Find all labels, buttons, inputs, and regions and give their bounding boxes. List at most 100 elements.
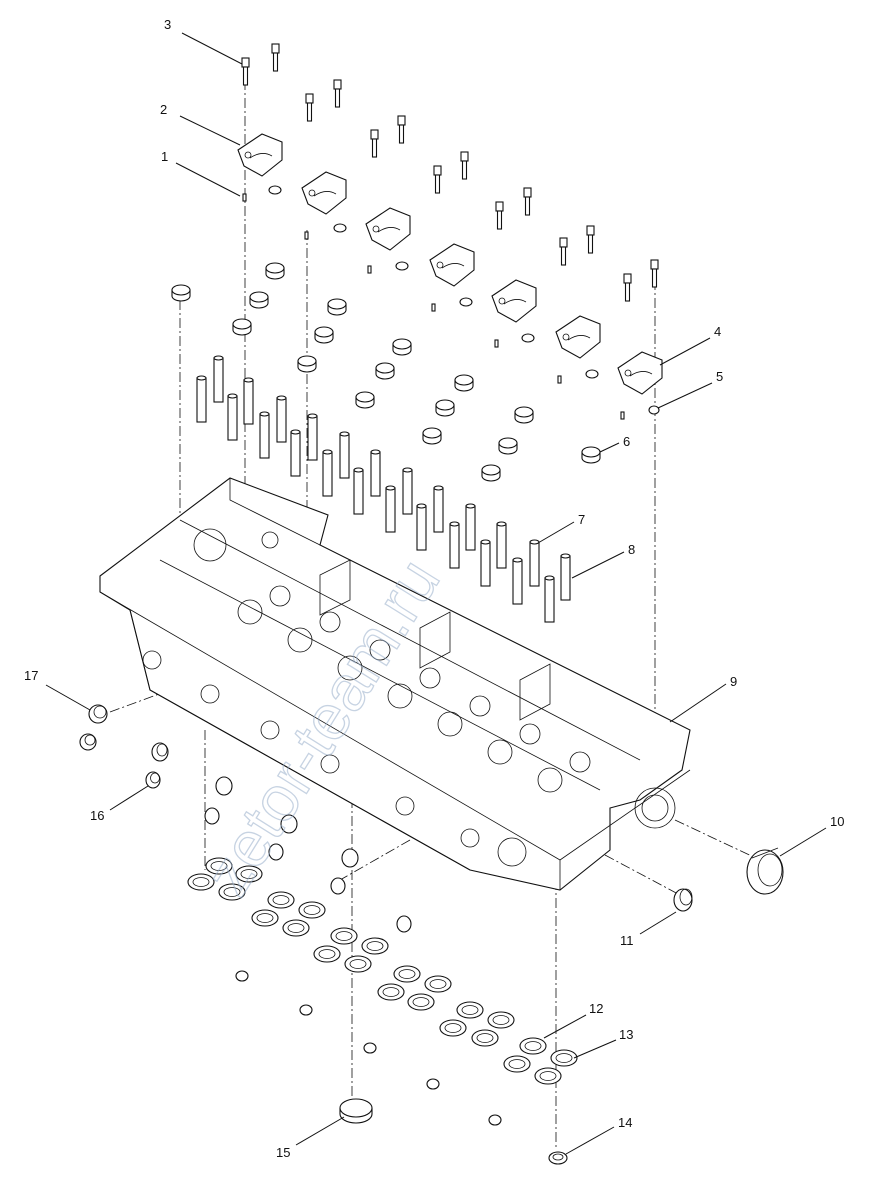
valve-guide [433,485,444,533]
bearing-cap [429,243,475,287]
callout-labels: 1 2 3 4 5 6 7 8 9 10 11 12 13 14 15 16 1… [24,17,844,1160]
seal-ring [187,873,215,891]
cap-plug [363,1042,377,1054]
callout-8: 8 [628,542,635,557]
bearing-cap [555,315,601,359]
bolt [559,237,568,266]
valve-guide [353,467,364,515]
side-plug [204,807,220,825]
bolt [397,115,406,144]
callout-4: 4 [714,324,721,339]
callout-10: 10 [830,814,844,829]
cap-plug [235,970,249,982]
valve-guide [544,575,555,623]
seal-ring [407,993,435,1011]
callout-2: 2 [160,102,167,117]
valve-guide [416,503,427,551]
tappet [327,298,347,316]
callout-13: 13 [619,1027,633,1042]
side-plug [88,704,108,724]
valve-guide [276,395,287,443]
small-plug [548,1151,568,1165]
tappet [375,362,395,380]
tappet [514,406,534,424]
tappet [171,284,191,302]
valve-guide [449,521,460,569]
callout-15: 15 [276,1145,290,1160]
tappet-group [171,262,601,482]
tappet [314,326,334,344]
plug [673,888,693,912]
bolt [650,259,659,288]
seal-ring [344,955,372,973]
side-plug [396,915,412,933]
side-plug [215,776,233,796]
valve-guide [560,553,571,601]
bolt [586,225,595,254]
side-plug-group [79,704,412,933]
valve-guide [529,539,540,587]
tappet [422,427,442,445]
bolt [241,57,250,86]
seal-ring [205,857,233,875]
valve-guide [339,431,350,479]
seal-ring [487,1011,515,1029]
callout-17: 17 [24,668,38,683]
seal-ring [534,1067,562,1085]
side-plug [330,877,346,895]
tappet [581,446,601,464]
seal-ring-group [187,857,578,1085]
leader-lines [45,32,827,1155]
seal-ring [282,919,310,937]
tappet [249,291,269,309]
seal-ring [298,901,326,919]
callout-5: 5 [716,369,723,384]
cylinder-head [99,477,691,891]
bolt [370,129,379,158]
side-plug [280,814,298,834]
valve-guide [496,521,507,569]
valve-guide [322,449,333,497]
side-plug [79,733,97,751]
valve-guide [385,485,396,533]
seal-ring [393,965,421,983]
tappet [498,437,518,455]
callout-9: 9 [730,674,737,689]
callout-1: 1 [161,149,168,164]
side-plug [268,843,284,861]
bolt [333,79,342,108]
bearing-cap [617,351,663,395]
bolt [271,43,280,72]
seal-ring [330,927,358,945]
valve-guide [370,449,381,497]
valve-guide [243,377,254,425]
valve-guide [290,429,301,477]
bolt [460,151,469,180]
seal-ring [503,1055,531,1073]
seal-ring [519,1037,547,1055]
tappet [392,338,412,356]
seal-ring [439,1019,467,1037]
core-plug [339,1098,373,1124]
callout-11: 11 [620,933,634,948]
seal-ring [424,975,452,993]
seal-ring [377,983,405,1001]
tappet [435,399,455,417]
valve-guide [259,411,270,459]
bearing-cap [491,279,537,323]
side-plug [145,771,161,789]
tappet [481,464,501,482]
valve-guide [213,355,224,403]
bolt [433,165,442,194]
seal-ring [313,945,341,963]
valve-guide [480,539,491,587]
bolt-group [241,43,659,302]
seal-ring [218,883,246,901]
seal-ring [361,937,389,955]
tappet [454,374,474,392]
side-plug [151,742,169,762]
bearing-cap [237,133,283,177]
callout-14: 14 [618,1115,632,1130]
valve-guide [512,557,523,605]
